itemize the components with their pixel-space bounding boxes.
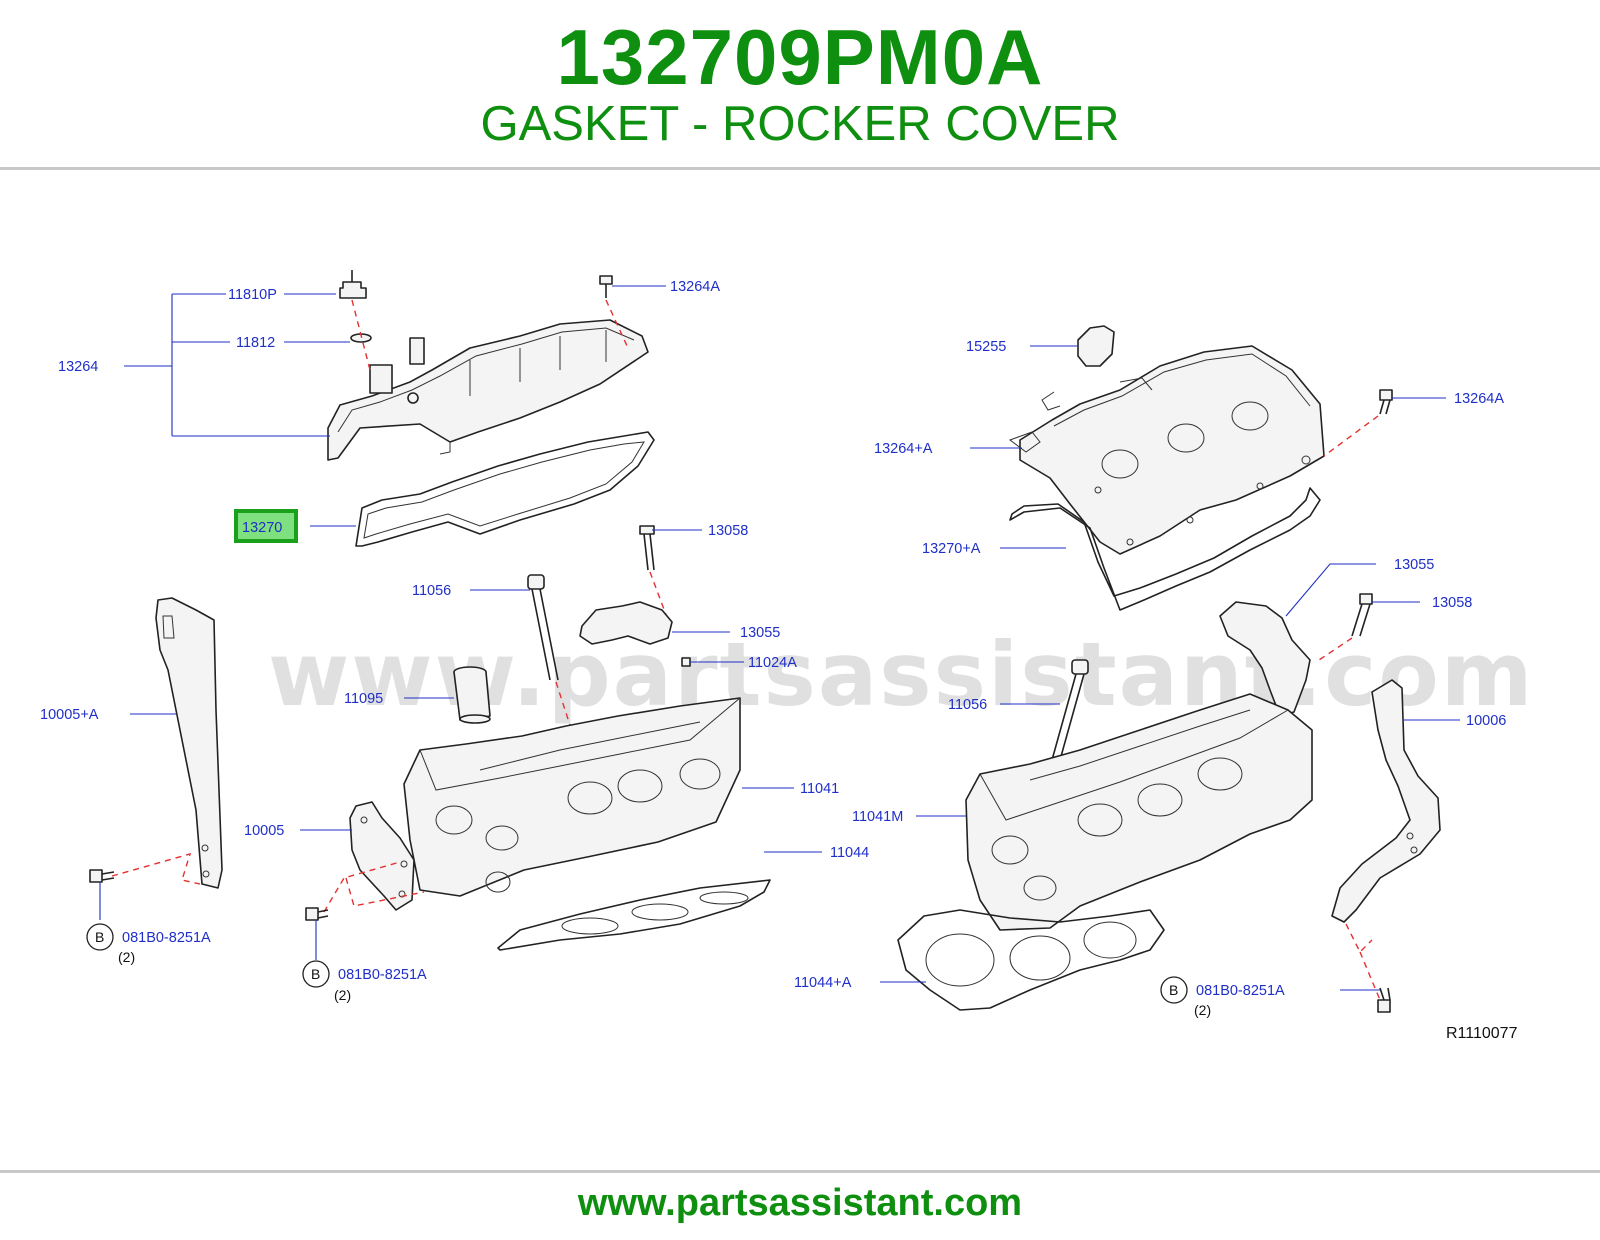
head-gasket-right-drawing xyxy=(897,909,1165,1011)
label-10005[interactable]: 10005 xyxy=(244,823,284,839)
label-bolt-2[interactable]: 081B0-8251A xyxy=(338,967,427,983)
label-13264[interactable]: 13264 xyxy=(58,359,98,375)
leader-dash xyxy=(323,861,425,913)
oil-filler-cap-drawing xyxy=(1077,325,1115,367)
cylinder-head-right-drawing xyxy=(965,693,1313,931)
leader-dash xyxy=(1345,923,1381,1001)
label-15255[interactable]: 15255 xyxy=(966,339,1006,355)
bolt-callout-1[interactable]: B 081B0-8251A (2) xyxy=(86,882,211,965)
bolt-callout-2[interactable]: B 081B0-8251A (2) xyxy=(302,960,427,1003)
bracket-bolt-right-small-drawing xyxy=(1377,987,1391,1013)
callout-letter-2: B xyxy=(311,966,320,982)
cylinder-head-left-drawing xyxy=(403,697,741,897)
camshaft-bracket-left-drawing xyxy=(579,601,673,645)
label-11095[interactable]: 11095 xyxy=(344,691,383,707)
header-divider xyxy=(0,167,1600,170)
label-10006[interactable]: 10006 xyxy=(1466,713,1506,729)
leader-dash xyxy=(351,299,371,371)
label-bolt-3[interactable]: 081B0-8251A xyxy=(1196,983,1285,999)
engine-lifter-bracket-left-drawing xyxy=(155,597,223,889)
label-10005A[interactable]: 10005+A xyxy=(40,707,99,723)
footer-divider xyxy=(0,1170,1600,1173)
label-bolt-1[interactable]: 081B0-8251A xyxy=(122,930,211,946)
head-bolt-right-drawing xyxy=(1051,659,1089,761)
leader-dash xyxy=(111,852,201,885)
leader-dash xyxy=(649,571,669,621)
leader-dash xyxy=(605,299,629,349)
label-11024A[interactable]: 11024A xyxy=(748,655,797,671)
quantity-2: (2) xyxy=(334,987,351,1003)
leader-dash xyxy=(1323,415,1379,457)
cover-bolt-right-drawing xyxy=(1379,389,1393,415)
head-gasket-left-drawing xyxy=(497,879,771,951)
camshaft-bracket-right-drawing xyxy=(1219,601,1311,717)
label-13270-plus-A[interactable]: 13270+A xyxy=(922,541,981,557)
spark-plug-tube-drawing xyxy=(453,666,491,724)
bolt-callout-3[interactable]: B 081B0-8251A (2) xyxy=(1160,976,1285,1018)
label-11044-plus-A[interactable]: 11044+A xyxy=(794,975,852,991)
rocker-cover-left-drawing xyxy=(327,319,649,461)
label-13058-left[interactable]: 13058 xyxy=(708,523,748,539)
pcv-valve-drawing xyxy=(339,270,367,299)
callout-letter-3: B xyxy=(1169,982,1178,998)
highlight-box-13270 xyxy=(234,509,298,543)
label-13055-left[interactable]: 13055 xyxy=(740,625,780,641)
leader-lines xyxy=(124,285,1460,991)
quantity-3: (2) xyxy=(1194,1002,1211,1018)
callout-letter-1: B xyxy=(95,929,104,945)
engine-lifter-bracket-right-drawing xyxy=(1331,679,1441,923)
label-13270-highlighted[interactable]: 13270 xyxy=(242,520,282,536)
label-11056-right[interactable]: 11056 xyxy=(948,697,987,713)
header: 132709PM0A GASKET - ROCKER COVER xyxy=(0,0,1600,168)
diagram-reference-code: R1110077 xyxy=(1446,1025,1518,1042)
part-description: GASKET - ROCKER COVER xyxy=(480,97,1120,151)
label-13058-right[interactable]: 13058 xyxy=(1432,595,1472,611)
part-number-title: 132709PM0A xyxy=(556,13,1044,101)
bracket-bolt-drawing xyxy=(639,525,655,571)
label-13264-plus-A[interactable]: 13264+A xyxy=(874,441,933,457)
label-11041M[interactable]: 11041M xyxy=(852,809,903,825)
head-bolt-left-drawing xyxy=(527,574,559,681)
label-11041[interactable]: 11041 xyxy=(800,781,839,797)
label-13264A-left[interactable]: 13264A xyxy=(670,279,720,295)
label-11056-left[interactable]: 11056 xyxy=(412,583,451,599)
exploded-parts-diagram: www.partsassistant.com xyxy=(40,270,1533,1042)
bracket-bolt-small-2-drawing xyxy=(305,907,329,921)
footer-url[interactable]: www.partsassistant.com xyxy=(577,1182,1023,1224)
bracket-bolt-right-drawing xyxy=(1351,593,1373,637)
quantity-1: (2) xyxy=(118,949,135,965)
leader-dash xyxy=(1315,637,1353,663)
label-13264A-right[interactable]: 13264A xyxy=(1454,391,1504,407)
label-11810P[interactable]: 11810P xyxy=(228,287,277,303)
bracket-bolt-small-1-drawing xyxy=(89,869,115,883)
label-11044[interactable]: 11044 xyxy=(830,845,869,861)
dowel-pin-drawing xyxy=(681,657,691,667)
rocker-cover-right-drawing xyxy=(1008,345,1325,555)
label-11812[interactable]: 11812 xyxy=(236,335,275,351)
rocker-cover-gasket-highlight xyxy=(355,431,655,547)
rocker-cover-gasket-right-drawing xyxy=(1009,487,1321,611)
label-13055-right[interactable]: 13055 xyxy=(1394,557,1434,573)
engine-lifter-bracket-small-drawing xyxy=(349,801,415,911)
cover-bolt-left-drawing xyxy=(599,275,613,298)
